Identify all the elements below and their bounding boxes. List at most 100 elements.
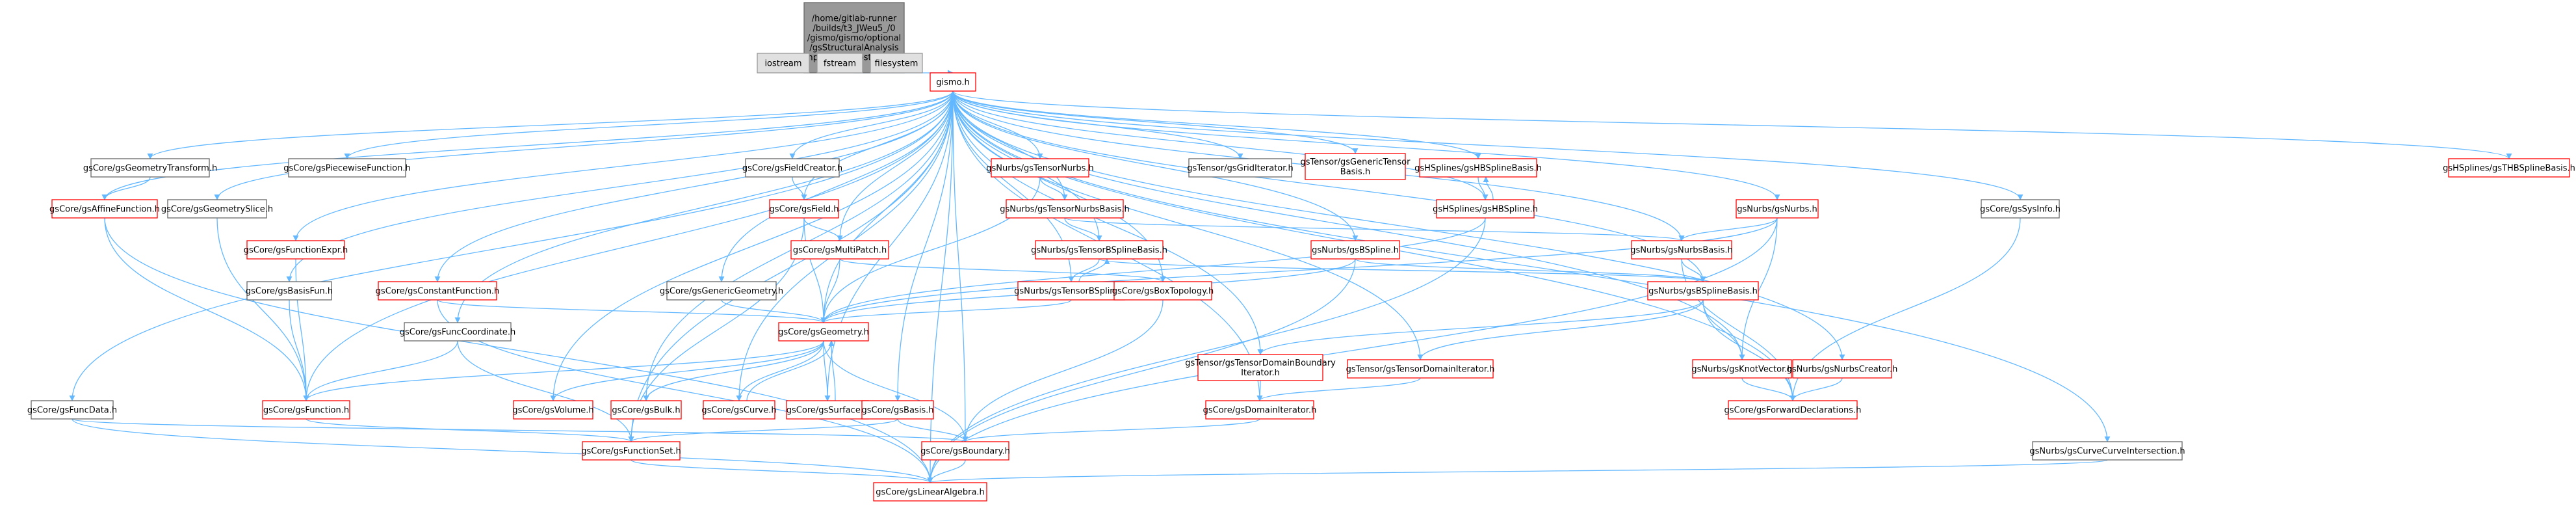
edge-gismo-to-sys-info [952,90,2023,200]
node-field-creator: gsCore/gsFieldCreator.h [742,158,842,178]
node-label: gsHSplines/gsTHBSplineBasis.h [2443,164,2575,174]
edge-nurbs-to-linear-algebra [927,217,1778,483]
node-gismo[interactable]: gismo.h [930,72,976,92]
edge-field-creator-to-field [792,176,807,200]
node-box [404,322,512,342]
node-func-coordinate: gsCore/gsFuncCoordinate.h [400,322,515,342]
node-box [378,281,497,301]
node-constant-function[interactable]: gsCore/gsConstantFunction.h [376,281,500,301]
node-function[interactable]: gsCore/gsFunction.h [262,400,350,420]
node-curve[interactable]: gsCore/gsCurve.h [701,400,777,420]
edge-gismo-to-thb-basis [952,90,2512,159]
node-box [991,158,1089,178]
edge-geometry-to-function [303,340,824,401]
node-box [921,441,1009,461]
node-label: gsCore/gsField.h [770,205,839,215]
node-box [262,400,350,420]
node-grid-iter: gsTensor/gsGridIterator.h [1187,158,1294,178]
node-function-expr[interactable]: gsCore/gsFunctionExpr.h [244,240,348,260]
edge-field-to-multi-patch [803,217,843,241]
node-tensor-nurbs[interactable]: gsNurbs/gsTensorNurbs.h [986,158,1094,178]
node-box [1792,359,1892,379]
node-label: fstream [824,59,856,69]
node-surface[interactable]: gsCore/gsSurface.h [786,400,869,420]
edge-box-topology-to-boundary [962,299,1164,442]
node-hb-spline[interactable]: gsHSplines/gsHBSpline.h [1433,199,1538,219]
node-box [90,158,210,178]
edge-generic-geometry-to-geometry [721,299,827,323]
edge-multi-patch-to-geometry [820,258,840,323]
node-box [51,199,158,219]
node-basis[interactable]: gsCore/gsBasis.h [861,400,934,420]
edge-gismo-to-surface [824,90,954,401]
node-box [790,240,889,260]
node-box [1188,158,1292,178]
node-boundary[interactable]: gsCore/gsBoundary.h [920,441,1010,461]
node-tensor-b-spline-basis[interactable]: gsNurbs/gsTensorBSplineBasis.h [1031,240,1167,260]
edge-func-coordinate-to-function [303,340,458,401]
node-label: gsCore/gsSurface.h [787,406,868,416]
edge-field-to-geometry [803,217,827,323]
node-domain-iter[interactable]: gsCore/gsDomainIterator.h [1203,400,1317,420]
node-affine[interactable]: gsCore/gsAffineFunction.h [49,199,160,219]
node-tensor-nurbs-basis[interactable]: gsNurbs/gsTensorNurbsBasis.h [1000,199,1130,219]
node-volume[interactable]: gsCore/gsVolume.h [512,400,594,420]
node-box [703,400,775,420]
node-bulk[interactable]: gsCore/gsBulk.h [610,400,682,420]
node-tdb-iter[interactable]: gsTensor/gsTensorDomainBoundaryIterator.… [1185,354,1336,381]
edge-bspline-basis-to-knot-vector [1702,299,1745,360]
node-label: gsNurbs/gsCurveCurveIntersection.h [2029,447,2185,457]
node-label: gsNurbs/gsNurbsCreator.h [1787,365,1898,375]
edge-surface-to-geometry [828,340,836,401]
node-box [31,400,114,420]
node-label: gsNurbs/gsNurbsBasis.h [1630,246,1733,256]
node-field[interactable]: gsCore/gsField.h [769,199,839,219]
node-label: gsCore/gsVolume.h [512,406,593,416]
node-function-set[interactable]: gsCore/gsFunctionSet.h [581,441,681,461]
node-label: gsHSplines/gsHBSpline.h [1433,205,1538,215]
edge-gismo-to-func-data [69,90,954,401]
edges-layer [69,37,2512,483]
edge-td-iter-to-domain-iter [1256,377,1421,401]
node-nurbs-creator[interactable]: gsNurbs/gsNurbsCreator.h [1787,359,1898,379]
node-label: Iterator.h [1241,368,1280,378]
edge-hb-spline-to-hb-basis [1483,176,1494,200]
node-geometry[interactable]: gsCore/gsGeometry.h [778,322,869,342]
node-knot-vector[interactable]: gsNurbs/gsKnotVector.h [1691,359,1793,379]
edge-geometry-to-volume [550,340,824,401]
node-box [666,281,777,301]
node-box [778,322,869,342]
node-label: gsNurbs/gsBSplineBasis.h [1648,287,1758,297]
node-bspline-basis[interactable]: gsNurbs/gsBSplineBasis.h [1647,281,1759,301]
node-nurbs[interactable]: gsNurbs/gsNurbs.h [1736,199,1819,219]
edge-basis-fun-to-function [289,299,309,401]
node-tensor-b-spline[interactable]: gsNurbs/gsTensorBSpline.h [1014,281,1128,301]
edge-tensor-nurbs-to-tensor-nurbs-basis [1039,176,1068,200]
node-multi-patch[interactable]: gsCore/gsMultiPatch.h [790,240,889,260]
node-label: gsTensor/gsTensorDomainBoundary [1185,358,1336,368]
node-box [246,240,345,260]
node-box [757,53,810,74]
node-label: gsCore/gsCurve.h [701,406,776,416]
node-hb-basis[interactable]: gsHSplines/gsHBSplineBasis.h [1414,158,1542,178]
edge-gismo-to-field-creator [789,90,954,159]
node-label: gsCore/gsBoundary.h [920,447,1010,457]
edge-tensor-b-spline-basis-to-tensor-b-spline [1068,258,1100,282]
node-linear-algebra[interactable]: gsCore/gsLinearAlgebra.h [873,482,987,502]
edge-gismo-to-affine [101,90,954,200]
node-nurbs-basis[interactable]: gsNurbs/gsNurbsBasis.h [1630,240,1733,260]
node-box [610,400,682,420]
node-forward-decl[interactable]: gsCore/gsForwardDeclarations.h [1724,400,1862,420]
node-td-iter[interactable]: gsTensor/gsTensorDomainIterator.h [1346,359,1495,379]
edge-function-to-function-set [306,418,634,442]
node-box-topology[interactable]: gsCore/gsBoxTopology.h [1112,281,1214,301]
node-box [1305,153,1406,180]
edge-gismo-to-multi-patch [837,90,954,241]
node-bspline[interactable]: gsNurbs/gsBSpline.h [1310,240,1400,260]
edge-gismo-to-nurbs [952,90,1780,200]
node-box [1647,281,1759,301]
node-thb-basis[interactable]: gsHSplines/gsTHBSplineBasis.h [2443,158,2575,178]
edge-bspline-basis-to-tdb-iter [1257,299,1704,355]
